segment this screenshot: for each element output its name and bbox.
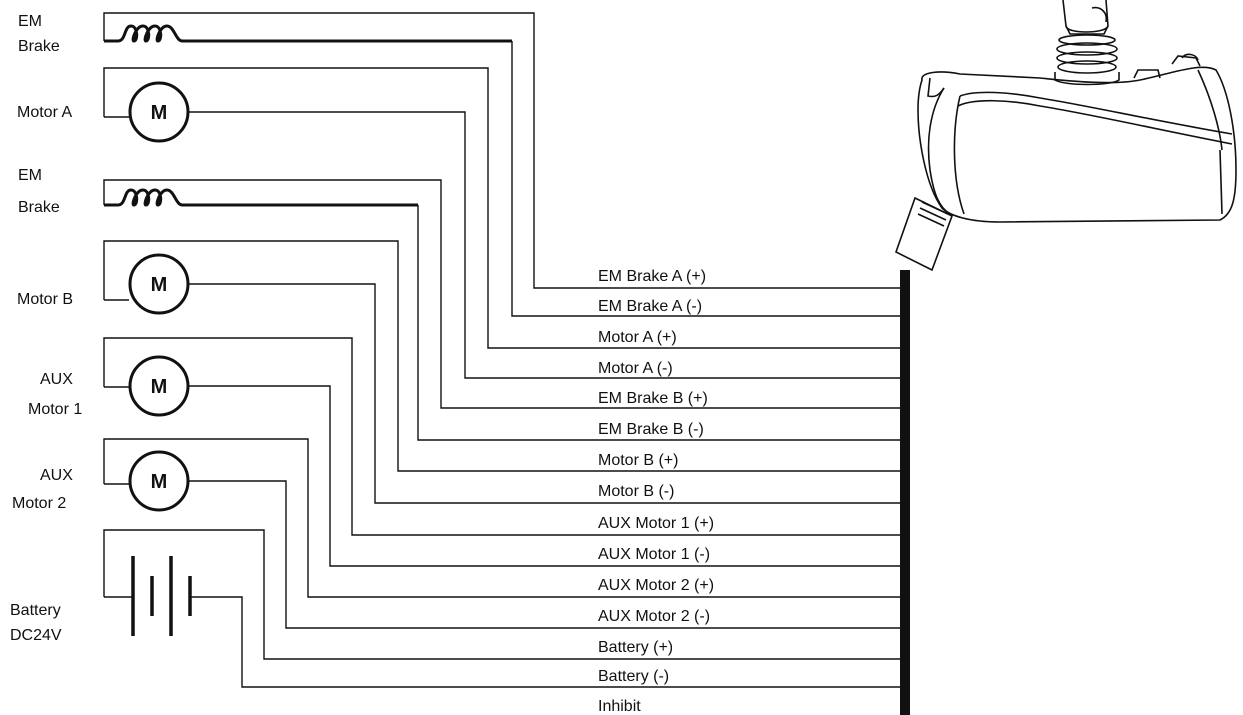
- terminal-label: AUX Motor 1 (+): [598, 515, 714, 532]
- motorB-label: Motor B: [17, 291, 73, 308]
- battery-label-line1: Battery: [10, 602, 61, 619]
- terminal-label: AUX Motor 1 (-): [598, 546, 710, 563]
- aux-motor-2-symbol: M: [103, 438, 900, 629]
- brake1-label-line2: Brake: [18, 38, 60, 55]
- terminal-label: Motor A (+): [598, 329, 677, 346]
- motorA-symbol-letter: M: [151, 102, 168, 124]
- brake-coil-1: [103, 12, 900, 317]
- brake2-label-line2: Brake: [18, 199, 60, 216]
- brake-coil-2: [103, 179, 900, 441]
- terminal-block: [900, 270, 910, 715]
- motorB-symbol-letter: M: [151, 274, 168, 296]
- battery-label-line2: DC24V: [10, 627, 62, 644]
- terminal-label: EM Brake A (-): [598, 298, 702, 315]
- terminal-label: AUX Motor 2 (+): [598, 577, 714, 594]
- aux1-label-line2: Motor 1: [28, 401, 82, 418]
- terminal-label: Battery (-): [598, 668, 669, 685]
- terminal-label: EM Brake B (-): [598, 421, 704, 438]
- aux1-symbol-letter: M: [151, 376, 168, 398]
- terminal-label: Battery (+): [598, 639, 673, 656]
- terminal-label: Motor B (+): [598, 452, 678, 469]
- terminal-label: Motor A (-): [598, 360, 673, 377]
- terminal-label: EM Brake B (+): [598, 390, 708, 407]
- aux-motor-1-symbol: M: [103, 337, 900, 567]
- brake2-label-line1: EM: [18, 167, 42, 184]
- controller-illustration: [895, 0, 1237, 272]
- motorA-label: Motor A: [17, 104, 72, 121]
- motor-b-symbol: M: [103, 240, 900, 504]
- aux1-label-line1: AUX: [40, 371, 73, 388]
- terminal-label: AUX Motor 2 (-): [598, 608, 710, 625]
- terminal-label: Motor B (-): [598, 483, 674, 500]
- aux2-label-line2: Motor 2: [12, 495, 66, 512]
- battery-symbol: [103, 529, 900, 688]
- brake1-label-line1: EM: [18, 13, 42, 30]
- aux2-symbol-letter: M: [151, 471, 168, 493]
- motor-a-symbol: M: [103, 67, 900, 379]
- aux2-label-line1: AUX: [40, 467, 73, 484]
- terminal-label: Inhibit: [598, 698, 641, 715]
- terminal-label: EM Brake A (+): [598, 268, 706, 285]
